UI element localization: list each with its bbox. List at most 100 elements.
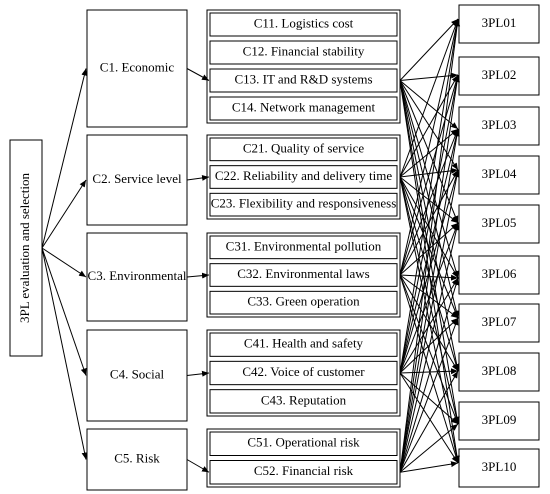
subcriteria-group-c2 [206, 134, 401, 220]
subcriterion-label-c31: C31. Environmental pollution [226, 238, 382, 253]
subcriterion-box-c32 [209, 263, 398, 287]
subcriterion-label-c23: C23. Flexibility and responsiveness [211, 196, 397, 211]
group-c5-to-alternative-2-arrow [399, 74, 460, 473]
subcriterion-label-c51: C51. Operational risk [247, 435, 360, 450]
subcriteria-group-c3 [206, 232, 401, 318]
alternative-box-3 [458, 106, 540, 146]
subcriterion-box-c42 [209, 360, 398, 386]
alternative-label-6: 3PL06 [482, 266, 517, 281]
group-c5-to-alternative-7-arrow [399, 317, 459, 473]
goal-to-criterion-arrow-5 [41, 247, 88, 460]
group-c5-to-alternative-6-arrow [399, 277, 459, 473]
alternative-label-5: 3PL05 [482, 215, 517, 230]
alternative-label-7: 3PL07 [482, 314, 517, 329]
subcriterion-label-c11: C11. Logistics cost [254, 15, 354, 30]
alternative-box-9 [458, 401, 540, 441]
criterion-to-subcriteria-arrow-c2 [186, 174, 210, 181]
alternative-label-2: 3PL02 [482, 67, 517, 82]
criterion-box-c3 [86, 232, 188, 322]
group-c5-to-alternative-3-arrow [399, 128, 460, 473]
criterion-to-subcriteria-arrow-c3 [186, 272, 210, 279]
subcriterion-label-c14: C14. Network management [232, 99, 376, 114]
subcriterion-box-c11 [209, 12, 398, 37]
group-c4-to-alternative-10-arrow [399, 372, 459, 464]
group-c5-to-alternative-9-arrow [399, 423, 459, 473]
criterion-label-c3: C3. Environmental [88, 268, 187, 283]
group-c3-to-alternative-2-arrow [399, 74, 459, 276]
alternative-box-4 [458, 155, 540, 195]
subcriterion-box-c13 [209, 68, 398, 93]
subcriterion-label-c52: C52. Financial risk [254, 463, 354, 478]
alternative-label-8: 3PL08 [482, 363, 517, 378]
subcriterion-label-c12: C12. Financial stability [243, 43, 365, 58]
group-c2-to-alternative-5-arrow [399, 176, 459, 224]
group-c1-to-alternative-2-arrow [399, 72, 459, 81]
subcriterion-label-c33: C33. Green operation [247, 294, 360, 309]
alternative-box-10 [458, 448, 540, 488]
subcriterion-label-c13: C13. IT and R&D systems [234, 71, 372, 86]
group-c1-to-alternative-7-arrow [399, 80, 460, 319]
group-c4-to-alternative-3-arrow [399, 128, 460, 374]
group-c5-to-alternative-1-arrow [399, 18, 461, 473]
criterion-label-c1: C1. Economic [100, 59, 175, 74]
subcriteria-group-c5 [206, 428, 401, 488]
subcriterion-box-c23 [209, 192, 398, 217]
group-c4-to-alternative-8-arrow [399, 368, 459, 375]
subcriterion-box-c14 [209, 96, 398, 121]
group-c5-to-alternative-8-arrow [399, 370, 459, 473]
criterion-box-c5 [86, 428, 188, 491]
group-c4-to-alternative-9-arrow [399, 372, 459, 425]
subcriterion-box-c52 [209, 460, 398, 485]
subcriterion-box-c12 [209, 40, 398, 65]
alternative-label-4: 3PL04 [482, 166, 517, 181]
group-c2-to-alternative-6-arrow [399, 176, 459, 279]
criterion-label-c2: C2. Service level [92, 171, 182, 186]
goal-to-criterion-arrow-3 [41, 247, 87, 278]
subcriterion-box-c22 [209, 165, 398, 189]
alternative-box-7 [458, 303, 540, 343]
alternative-label-10: 3PL10 [482, 459, 517, 474]
connector-layer [41, 18, 461, 473]
group-c1-to-alternative-6-arrow [399, 80, 459, 279]
group-c5-to-alternative-10-arrow [399, 461, 459, 473]
alternative-box-6 [458, 255, 540, 295]
subcriterion-box-c21 [209, 137, 398, 162]
group-c4-to-alternative-1-arrow [399, 18, 460, 374]
alternative-box-1 [458, 4, 540, 44]
criterion-label-c4: C4. Social [110, 366, 165, 381]
subcriterion-box-c43 [209, 389, 398, 414]
group-c5-to-alternative-4-arrow [399, 169, 460, 473]
criterion-label-c5: C5. Risk [114, 450, 160, 465]
group-c3-to-alternative-1-arrow [399, 18, 460, 276]
alternative-label-9: 3PL09 [482, 412, 517, 427]
alternative-box-8 [458, 352, 540, 392]
criterion-box-c1 [86, 9, 188, 128]
group-c1-to-alternative-5-arrow [399, 80, 459, 224]
criterion-box-c4 [86, 329, 188, 422]
goal-label: 3PL evaluation and selection [17, 172, 32, 323]
goal-to-criterion-arrow-4 [41, 247, 87, 376]
subcriterion-box-c33 [209, 290, 398, 315]
alternative-label-3: 3PL03 [482, 117, 517, 132]
criterion-to-subcriteria-arrow-c5 [186, 459, 210, 473]
group-c1-to-alternative-1-arrow [399, 18, 459, 81]
alternative-box-2 [458, 56, 540, 96]
group-c5-to-alternative-5-arrow [399, 222, 460, 473]
criterion-to-subcriteria-arrow-c4 [186, 370, 210, 377]
subcriterion-label-c21: C21. Quality of service [243, 140, 365, 155]
goal-to-criterion-arrow-2 [41, 179, 87, 249]
criterion-to-subcriteria-arrow-c1 [186, 68, 210, 81]
subcriteria-group-c1 [206, 9, 401, 124]
subcriterion-box-c31 [209, 235, 398, 260]
group-c4-to-alternative-2-arrow [399, 74, 460, 374]
subcriteria-group-c4 [206, 329, 401, 417]
subcriterion-label-c43: C43. Reputation [261, 392, 347, 407]
group-c1-to-alternative-3-arrow [399, 80, 459, 130]
group-c3-to-alternative-3-arrow [399, 128, 459, 276]
goal-to-criterion-arrow-1 [41, 68, 88, 249]
group-c2-to-alternative-1-arrow [399, 18, 459, 178]
box-layer: 3PL evaluation and selection C1. Economic… [9, 4, 540, 491]
subcriterion-label-c42: C42. Voice of customer [242, 364, 365, 379]
goal-box [9, 139, 43, 357]
